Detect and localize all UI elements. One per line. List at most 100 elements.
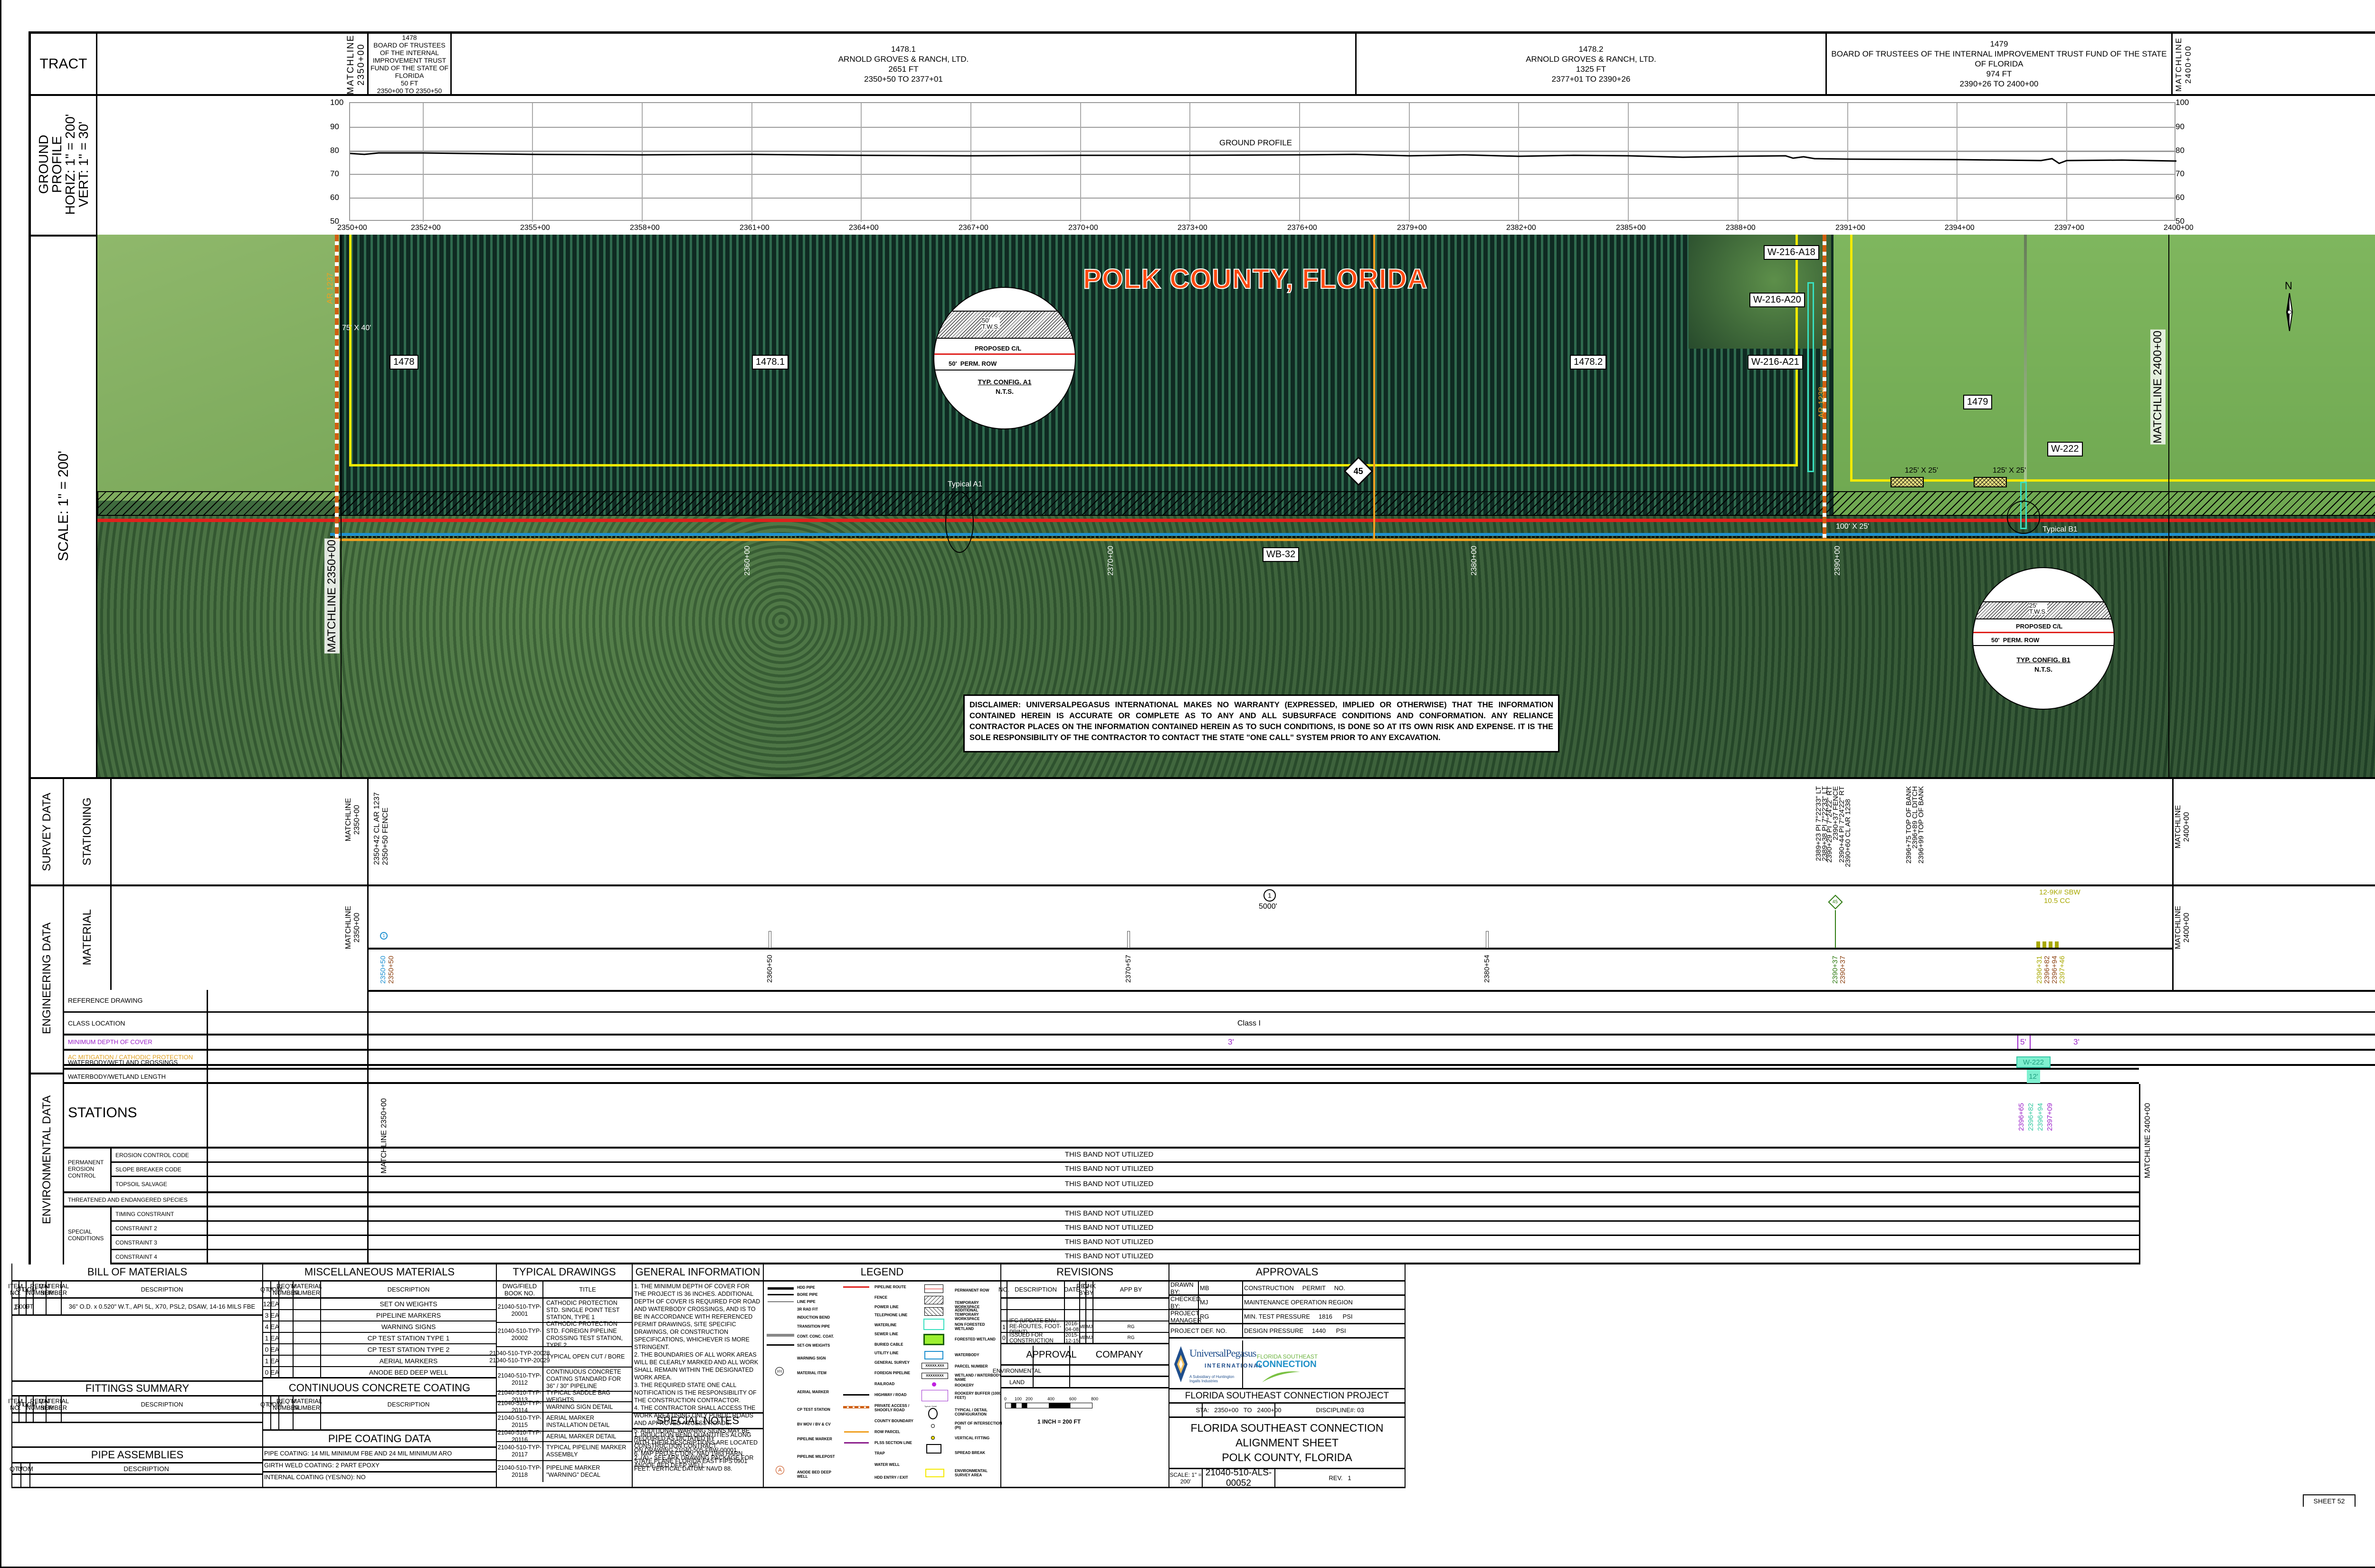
- x-tick: 2388+00: [1726, 224, 1756, 232]
- rev-row[interactable]: 0 ISSUED FOR CONSTRUCTION 2015-12-15 MB …: [1001, 1332, 1168, 1344]
- tract-cell-1478[interactable]: 1478 BOARD OF TRUSTEES OF THE INTERNAL I…: [367, 34, 452, 95]
- approval-row[interactable]: LAND: [1001, 1377, 1168, 1388]
- company-header: COMPANY: [1095, 1349, 1143, 1360]
- typical-a1-label[interactable]: Typical A1: [948, 480, 982, 488]
- approval-value: MJ: [1199, 1296, 1243, 1309]
- parcel-label-1479[interactable]: 1479: [1963, 395, 1992, 409]
- depth-value: 3': [1228, 1037, 1234, 1046]
- assemblies-row[interactable]: [12, 1475, 262, 1487]
- pipeline-marker-icon[interactable]: [1486, 931, 1489, 948]
- misc-section: MISCELLANEOUS MATERIALS QTY UOM REQ'N NU…: [260, 1264, 497, 1488]
- legend-power-line: POWER LINE: [874, 1305, 899, 1309]
- bom-header: ITEM NO.: [8, 1282, 23, 1297]
- x-tick: 2367+00: [959, 224, 988, 232]
- rev-desc: IFC (UPDATE ENV., RE-ROUTES, FOOT-PRINT): [1007, 1318, 1065, 1335]
- aerial-imagery[interactable]: MATCHLINE 2350+00 MATCHLINE 2400+00 POLK…: [97, 235, 2375, 777]
- misc-row[interactable]: 0 EA ANODE BED DEEP WELL: [263, 1367, 496, 1378]
- typ-config-b1[interactable]: 25' T.W.S. PROPOSED C/L 50' PERM. ROW TY…: [1972, 567, 2115, 710]
- misc-row[interactable]: 3 EA PIPELINE MARKERS: [263, 1310, 496, 1321]
- wetland-label-w-222[interactable]: W-222: [2047, 442, 2083, 456]
- legend-rookery-buffer: ROOKERY BUFFER (1000 FEET): [955, 1391, 1001, 1400]
- north-label: N: [2285, 280, 2292, 292]
- material-station: 2396+82: [2043, 956, 2051, 984]
- wetland-label-w-216-a21[interactable]: W-216-A21: [1748, 355, 1803, 370]
- pipeline-marker-icon[interactable]: [769, 931, 771, 948]
- band-not-utilized: THIS BAND NOT UTILIZED: [1064, 1209, 1154, 1217]
- profile-x-axis: 2350+00 2352+00 2355+00 2358+00 2361+00 …: [337, 224, 2194, 235]
- bom-desc: 36" O.D. x 0.520" W.T., API 5L, X70, PSL…: [68, 1302, 256, 1310]
- station-label: 2380+00: [1470, 546, 1478, 576]
- tract-cell-1478-2[interactable]: 1478.2 ARNOLD GROVES & RANCH, LTD. 1325 …: [1355, 34, 1827, 94]
- approval-info-row: DRAWN BY: MB CONSTRUCTION PERMIT NO.: [1169, 1281, 1405, 1296]
- scale-tick: 100: [1015, 1397, 1022, 1401]
- matchline-left-line: [341, 235, 342, 777]
- misc-row[interactable]: 1 EA CP TEST STATION TYPE 1: [263, 1333, 496, 1344]
- approval-info-row: CHECKED BY: MJ MAINTENANCE OPERATION REG…: [1169, 1295, 1405, 1310]
- bom-row[interactable]: 1 5000 FT 36" O.D. x 0.520" W.T., API 5L…: [12, 1299, 262, 1316]
- env-row-label: CONSTRAINT 2: [115, 1225, 157, 1232]
- rev-row[interactable]: [1001, 1310, 1168, 1321]
- title-line-1: FLORIDA SOUTHEAST CONNECTION: [1190, 1422, 1384, 1434]
- rev-header: CHK BY: [1083, 1282, 1096, 1297]
- universalpegasus-logo: UniversalPegasus INTERNATIONAL A Subsidi…: [1169, 1340, 1262, 1389]
- y-tick: 90: [2176, 122, 2185, 131]
- tract-owner: BOARD OF TRUSTEES OF THE INTERNAL IMPROV…: [1831, 49, 2167, 68]
- legend-utility-line: UTILITY LINE: [874, 1351, 899, 1355]
- bom-uom: FT: [26, 1299, 34, 1314]
- cp-test-station-icon[interactable]: 1: [380, 932, 388, 940]
- survey-group: SURVEY DATA: [31, 779, 64, 884]
- misc-row[interactable]: 0 EA CP TEST STATION TYPE 2: [263, 1344, 496, 1356]
- material-item-1[interactable]: 1: [1264, 889, 1276, 902]
- wetland-label-w-216-a18[interactable]: W-216-A18: [1764, 245, 1819, 260]
- pipeline-marker-icon[interactable]: [1127, 931, 1130, 948]
- parcel-label-1478-1[interactable]: 1478.1: [752, 355, 789, 370]
- fittings-row[interactable]: [12, 1414, 262, 1423]
- legend-trap: TRAP: [874, 1451, 885, 1455]
- misc-uom: EA: [270, 1367, 279, 1377]
- tract-cell-1479[interactable]: 1479 BOARD OF TRUSTEES OF THE INTERNAL I…: [1827, 34, 2173, 94]
- waterbody-label-wb-32[interactable]: WB-32: [1263, 547, 1300, 562]
- concrete-row[interactable]: [263, 1414, 496, 1431]
- parcel-label-1478[interactable]: 1478: [390, 355, 418, 370]
- anode-bed-icon: A: [776, 1466, 784, 1474]
- typical-b1-label[interactable]: Typical B1: [2042, 525, 2078, 533]
- rev-row[interactable]: 1 IFC (UPDATE ENV., RE-ROUTES, FOOT-PRIN…: [1001, 1318, 1168, 1335]
- misc-title: MISCELLANEOUS MATERIALS: [263, 1264, 496, 1282]
- fittings-header: DESCRIPTION: [141, 1400, 183, 1408]
- typ-config-a1[interactable]: 50' T.W.S. PROPOSED C/L 50' PERM. ROW TY…: [933, 287, 1076, 429]
- misc-row[interactable]: 1 EA AERIAL MARKERS: [263, 1356, 496, 1367]
- parcel-label-1478-2[interactable]: 1478.2: [1570, 355, 1607, 370]
- approval-label: CHECKED BY:: [1170, 1295, 1201, 1310]
- misc-row[interactable]: 12 EA SET ON WEIGHTS: [263, 1299, 496, 1310]
- typical-no: 21040-510-TYP-20002: [497, 1323, 543, 1346]
- crossing-w-222[interactable]: W-222: [2016, 1056, 2051, 1068]
- wetland-label-w-216-a20[interactable]: W-216-A20: [1749, 293, 1805, 307]
- misc-desc: SET ON WEIGHTS: [380, 1300, 437, 1308]
- material-label-cell: MATERIAL: [64, 884, 112, 990]
- fsc-logo-main: CONNECTION: [1256, 1359, 1317, 1369]
- approval-row[interactable]: ENVIRONMENTAL: [993, 1366, 1168, 1377]
- rev-row[interactable]: [1001, 1299, 1168, 1310]
- legend-highway: HIGHWAY / ROAD: [874, 1393, 907, 1397]
- env-row-label: TIMING CONSTRAINT: [115, 1211, 174, 1217]
- concrete-title: CONTINUOUS CONCRETE COATING: [263, 1380, 496, 1397]
- aerial-marker-45[interactable]: 45: [1828, 894, 1843, 910]
- set-on-weights-icon[interactable]: [2036, 941, 2059, 948]
- bom-qty: 5000: [16, 1299, 29, 1314]
- profile-side-label: GROUND PROFILE HORIZ: 1" = 200' VERT: 1"…: [31, 94, 97, 235]
- misc-row[interactable]: 4 EA WARNING SIGNS: [263, 1321, 496, 1333]
- survey-matchline-left: MATCHLINE 2350+00: [344, 798, 361, 842]
- tract-cell-1478-1[interactable]: 1478.1 ARNOLD GROVES & RANCH, LTD. 2651 …: [452, 34, 1355, 94]
- material-station: 2390+37: [1839, 956, 1847, 984]
- scale-tick: 200: [1026, 1397, 1033, 1401]
